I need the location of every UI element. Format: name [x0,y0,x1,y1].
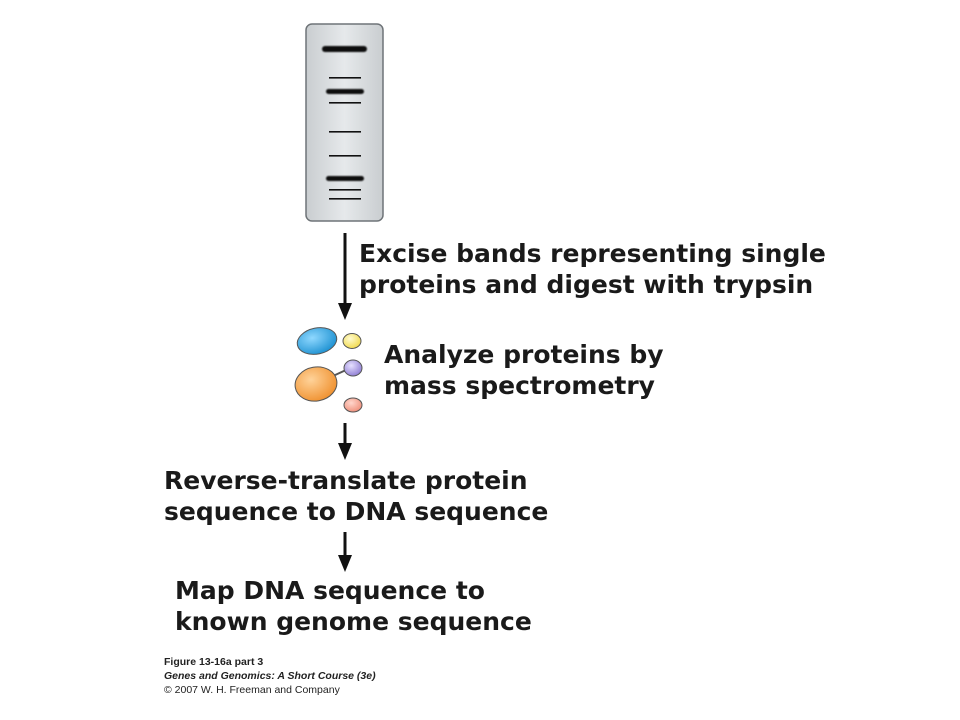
gel-band [322,46,367,52]
arrow-down [338,532,352,572]
arrow-down [338,233,352,320]
gel-bands [322,46,367,200]
arrow-down [338,423,352,460]
gel-band [329,189,361,191]
copyright-notice: © 2007 W. H. Freeman and Company [164,684,340,696]
step-text-line: mass spectrometry [384,371,655,400]
step-excise-label: Excise bands representing single protein… [359,238,826,300]
peptide-blue [296,327,338,355]
gel-band [326,89,364,94]
step-reverse-translate-label: Reverse-translate protein sequence to DN… [164,465,548,527]
step-text-line: Excise bands representing single [359,239,826,268]
step-text-line: Reverse-translate protein [164,466,528,495]
gel-lane [305,23,384,222]
figure-caption: Figure 13-16a part 3 Genes and Genomics:… [164,655,376,697]
step-text-line: known genome sequence [175,607,532,636]
step-text-line: sequence to DNA sequence [164,497,549,526]
step-analyze-label: Analyze proteins by mass spectrometry [384,339,664,401]
gel-band [329,155,361,157]
gel-band [329,198,361,200]
peptide-fragments [294,327,363,413]
gel-band [329,102,361,104]
peptide-pink [343,397,363,413]
step-text-line: Analyze proteins by [384,340,664,369]
gel-band [326,176,364,181]
peptide-orange [294,366,338,402]
gel-band [329,77,361,79]
step-text-line: proteins and digest with trypsin [359,270,814,299]
gel-band [329,131,361,133]
peptide-purple [343,359,363,377]
figure-number: Figure 13-16a part 3 [164,656,264,668]
step-map-label: Map DNA sequence to known genome sequenc… [175,575,532,637]
peptide-yellow [342,333,362,349]
step-text-line: Map DNA sequence to [175,576,485,605]
book-title: Genes and Genomics: A Short Course (3e) [164,670,376,682]
